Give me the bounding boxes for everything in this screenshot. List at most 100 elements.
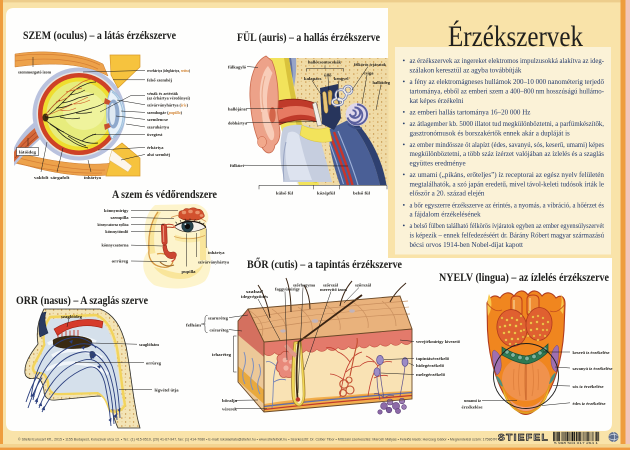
svg-text:© Stiefel Eurocart Kft., 2015: © Stiefel Eurocart Kft., 2015 • 1155 Bud… xyxy=(18,438,497,442)
svg-text:az emberi hallás tartománya 16: az emberi hallás tartománya 16–20 000 Hz xyxy=(410,108,531,116)
svg-text:az érzékszervek az ingereket e: az érzékszervek az ingereket elektromos … xyxy=(410,57,605,65)
svg-text:szemmozgató izom: szemmozgató izom xyxy=(18,70,51,75)
svg-text:kat képes érzékelni: kat képes érzékelni xyxy=(410,97,464,105)
svg-text:csíraréteg: csíraréteg xyxy=(210,327,230,332)
svg-text:az átlagember kb. 5000 illatot: az átlagember kb. 5000 illatot tud megkü… xyxy=(410,120,605,128)
svg-text:BŐR (cutis) – a tapintás érzék: BŐR (cutis) – a tapintás érzékszerve xyxy=(247,259,402,271)
svg-text:fülkürt: fülkürt xyxy=(230,163,245,168)
svg-text:szembogár (pupilla): szembogár (pupilla) xyxy=(147,110,183,115)
svg-text:SZEM (oculus) – a látás érzéks: SZEM (oculus) – a látás érzékszerve xyxy=(23,30,176,42)
svg-text:szivárványhártya (iris): szivárványhártya (iris) xyxy=(147,102,189,107)
svg-text:umami íz: umami íz xyxy=(464,398,481,403)
svg-text:könnytömlő: könnytömlő xyxy=(105,229,129,234)
svg-text:légvétel útja: légvétel útja xyxy=(155,388,180,393)
svg-text:az umami („pikáns, erőteljes”): az umami („pikáns, erőteljes”) íz recept… xyxy=(410,171,605,179)
svg-text:könnycsatorna: könnycsatorna xyxy=(102,243,130,248)
svg-text:az ember mindössze öt alapízt: az ember mindössze öt alapízt (édes, sav… xyxy=(410,141,605,149)
svg-text:félkörös ívjáratok: félkörös ívjáratok xyxy=(354,62,387,67)
svg-text:sárgafolt: sárgafolt xyxy=(51,175,71,180)
svg-text:édes íz érzékelése: édes íz érzékelése xyxy=(573,401,606,406)
svg-text:szőrszál: szőrszál xyxy=(323,283,339,288)
svg-text:szaglóideg: szaglóideg xyxy=(61,314,83,319)
svg-text:érzékelése: érzékelése xyxy=(462,405,483,410)
svg-text:megtalálhatók, a szó japán ere: megtalálhatók, a szó japán eredetű, mive… xyxy=(410,180,605,188)
svg-text:•: • xyxy=(403,221,406,230)
svg-text:vakfolt: vakfolt xyxy=(34,175,49,180)
svg-text:szőrhagyma: szőrhagyma xyxy=(293,283,316,288)
svg-text:üllő: üllő xyxy=(324,72,332,77)
svg-text:a fájdalom érzékelésének: a fájdalom érzékelésének xyxy=(410,211,482,219)
svg-text:is képezik – ennek felfedezésé: is képezik – ennek felfedezéséért dr. Bá… xyxy=(410,232,605,240)
svg-text:együttes eredménye: együttes eredménye xyxy=(410,160,466,168)
svg-text:a bőr egyszerre érzékszerve az: a bőr egyszerre érzékszerve az érintés, … xyxy=(410,201,605,209)
svg-text:kalapács: kalapács xyxy=(304,76,322,81)
svg-text:tartománya, ebből az emberi sz: tartománya, ebből az emberi szem a 400–8… xyxy=(410,88,605,96)
svg-text:megkülönböztetni, a több száz: megkülönböztetni, a több száz ízérzet va… xyxy=(410,150,605,158)
svg-text:•: • xyxy=(403,200,406,209)
svg-text:gasztronómusok és borszakértők: gasztronómusok és borszakértők ennek aká… xyxy=(410,129,571,137)
svg-text:látóideg: látóideg xyxy=(19,149,37,154)
svg-text:pupilla: pupilla xyxy=(182,269,197,274)
svg-text:csiga: csiga xyxy=(364,70,375,75)
svg-text:szabad: szabad xyxy=(246,289,264,294)
svg-text:szempilla: szempilla xyxy=(111,215,130,220)
svg-text:szálakon keresztül az agyba to: szálakon keresztül az agyba továbbítják xyxy=(410,66,522,74)
svg-text:recehártya (ideghártya, retina: recehártya (ideghártya, retina) xyxy=(147,68,190,73)
svg-text:keserű íz érzékelése: keserű íz érzékelése xyxy=(573,350,610,355)
svg-text:A szem és védőrendszere: A szem és védőrendszere xyxy=(112,189,217,201)
svg-text:sós íz érzékelése: sós íz érzékelése xyxy=(573,384,604,389)
svg-text:ínhártya: ínhártya xyxy=(84,175,102,180)
svg-text:•: • xyxy=(403,140,406,149)
svg-text:felső szemhéj: felső szemhéj xyxy=(147,77,173,82)
svg-text:külső fül: külső fül xyxy=(276,190,294,195)
svg-text:a belső fülben található félkö: a belső fülben található félkörös ívjára… xyxy=(410,222,605,230)
svg-text:kengyel: kengyel xyxy=(334,76,349,81)
svg-text:könnycsatorna nyílása: könnycsatorna nyílása xyxy=(98,222,130,227)
svg-text:hallójárat: hallójárat xyxy=(228,106,248,111)
svg-text:szaruréteg: szaruréteg xyxy=(208,315,229,320)
svg-text:bécsi orvos 1914-ben Nobel-díj: bécsi orvos 1914-ben Nobel-díjat kapott xyxy=(410,241,524,249)
svg-text:NYELV (lingua) – az ízlelés ér: NYELV (lingua) – az ízlelés érzékszerve xyxy=(439,272,609,284)
svg-text:•: • xyxy=(403,77,406,86)
svg-text:•: • xyxy=(403,107,406,116)
svg-text:a fény az elektromágneses hull: a fény az elektromágneses hullámok 200–1… xyxy=(410,78,605,86)
svg-text:szaglóhám: szaglóhám xyxy=(139,342,159,347)
svg-text:felhám: felhám xyxy=(186,322,201,327)
svg-text:Érzékszervek: Érzékszervek xyxy=(448,20,583,53)
svg-text:orrüreg: orrüreg xyxy=(112,259,129,264)
svg-text:középfül: középfül xyxy=(317,190,336,195)
svg-text:vérerek: vérerek xyxy=(222,407,238,412)
svg-text:faggyúmirigy: faggyúmirigy xyxy=(275,287,301,292)
svg-text:•: • xyxy=(403,170,406,179)
svg-text:savanyú íz érzékelése: savanyú íz érzékelése xyxy=(573,366,613,371)
svg-text:alsó szemhéj: alsó szemhéj xyxy=(147,152,171,157)
svg-text:vénák és artériák: vénák és artériák xyxy=(147,91,179,96)
svg-text:hallóideg: hallóideg xyxy=(373,80,391,85)
svg-text:STIEFEL: STIEFEL xyxy=(498,432,549,442)
svg-text:szivárványhártya: szivárványhártya xyxy=(198,260,230,265)
svg-text:először a 20. század elején: először a 20. század elején xyxy=(410,190,485,198)
svg-text:•: • xyxy=(403,119,406,128)
svg-text:FÜL (auris) – a hallás érzéksz: FÜL (auris) – a hallás érzékszerve xyxy=(237,31,380,44)
svg-text:szaruhártya: szaruhártya xyxy=(147,125,170,130)
svg-text:szemlencse: szemlencse xyxy=(147,117,168,122)
svg-text:könnymirigy: könnymirigy xyxy=(104,208,129,213)
svg-text:orrüreg: orrüreg xyxy=(146,360,162,365)
svg-text:ínhártya: ínhártya xyxy=(208,250,225,255)
svg-text:fülkagyló: fülkagyló xyxy=(228,64,246,69)
svg-text:•: • xyxy=(403,56,406,65)
svg-text:verejtékmirigy kivezető: verejtékmirigy kivezető xyxy=(416,339,461,344)
svg-text:(az érhártya véredényei): (az érhártya véredényei) xyxy=(147,96,191,101)
svg-text:merevítő izom: merevítő izom xyxy=(320,287,347,292)
svg-text:irharéteg: irharéteg xyxy=(212,352,232,357)
svg-text:ORR (nasus) – A szaglás szerve: ORR (nasus) – A szaglás szerve xyxy=(16,295,148,307)
svg-text:hallócsontocskák: hallócsontocskák xyxy=(308,59,342,64)
svg-text:szőrszál: szőrszál xyxy=(355,283,372,288)
svg-text:melegérzékelő: melegérzékelő xyxy=(416,372,446,377)
svg-text:üvegtest: üvegtest xyxy=(147,132,163,137)
svg-text:érhártya: érhártya xyxy=(147,145,164,150)
svg-text:hidegérzékelő: hidegérzékelő xyxy=(416,363,445,368)
svg-text:idegvégződés: idegvégződés xyxy=(241,294,268,299)
svg-text:tapintásérzékelő: tapintásérzékelő xyxy=(416,356,450,361)
svg-text:belső fül: belső fül xyxy=(353,190,371,195)
